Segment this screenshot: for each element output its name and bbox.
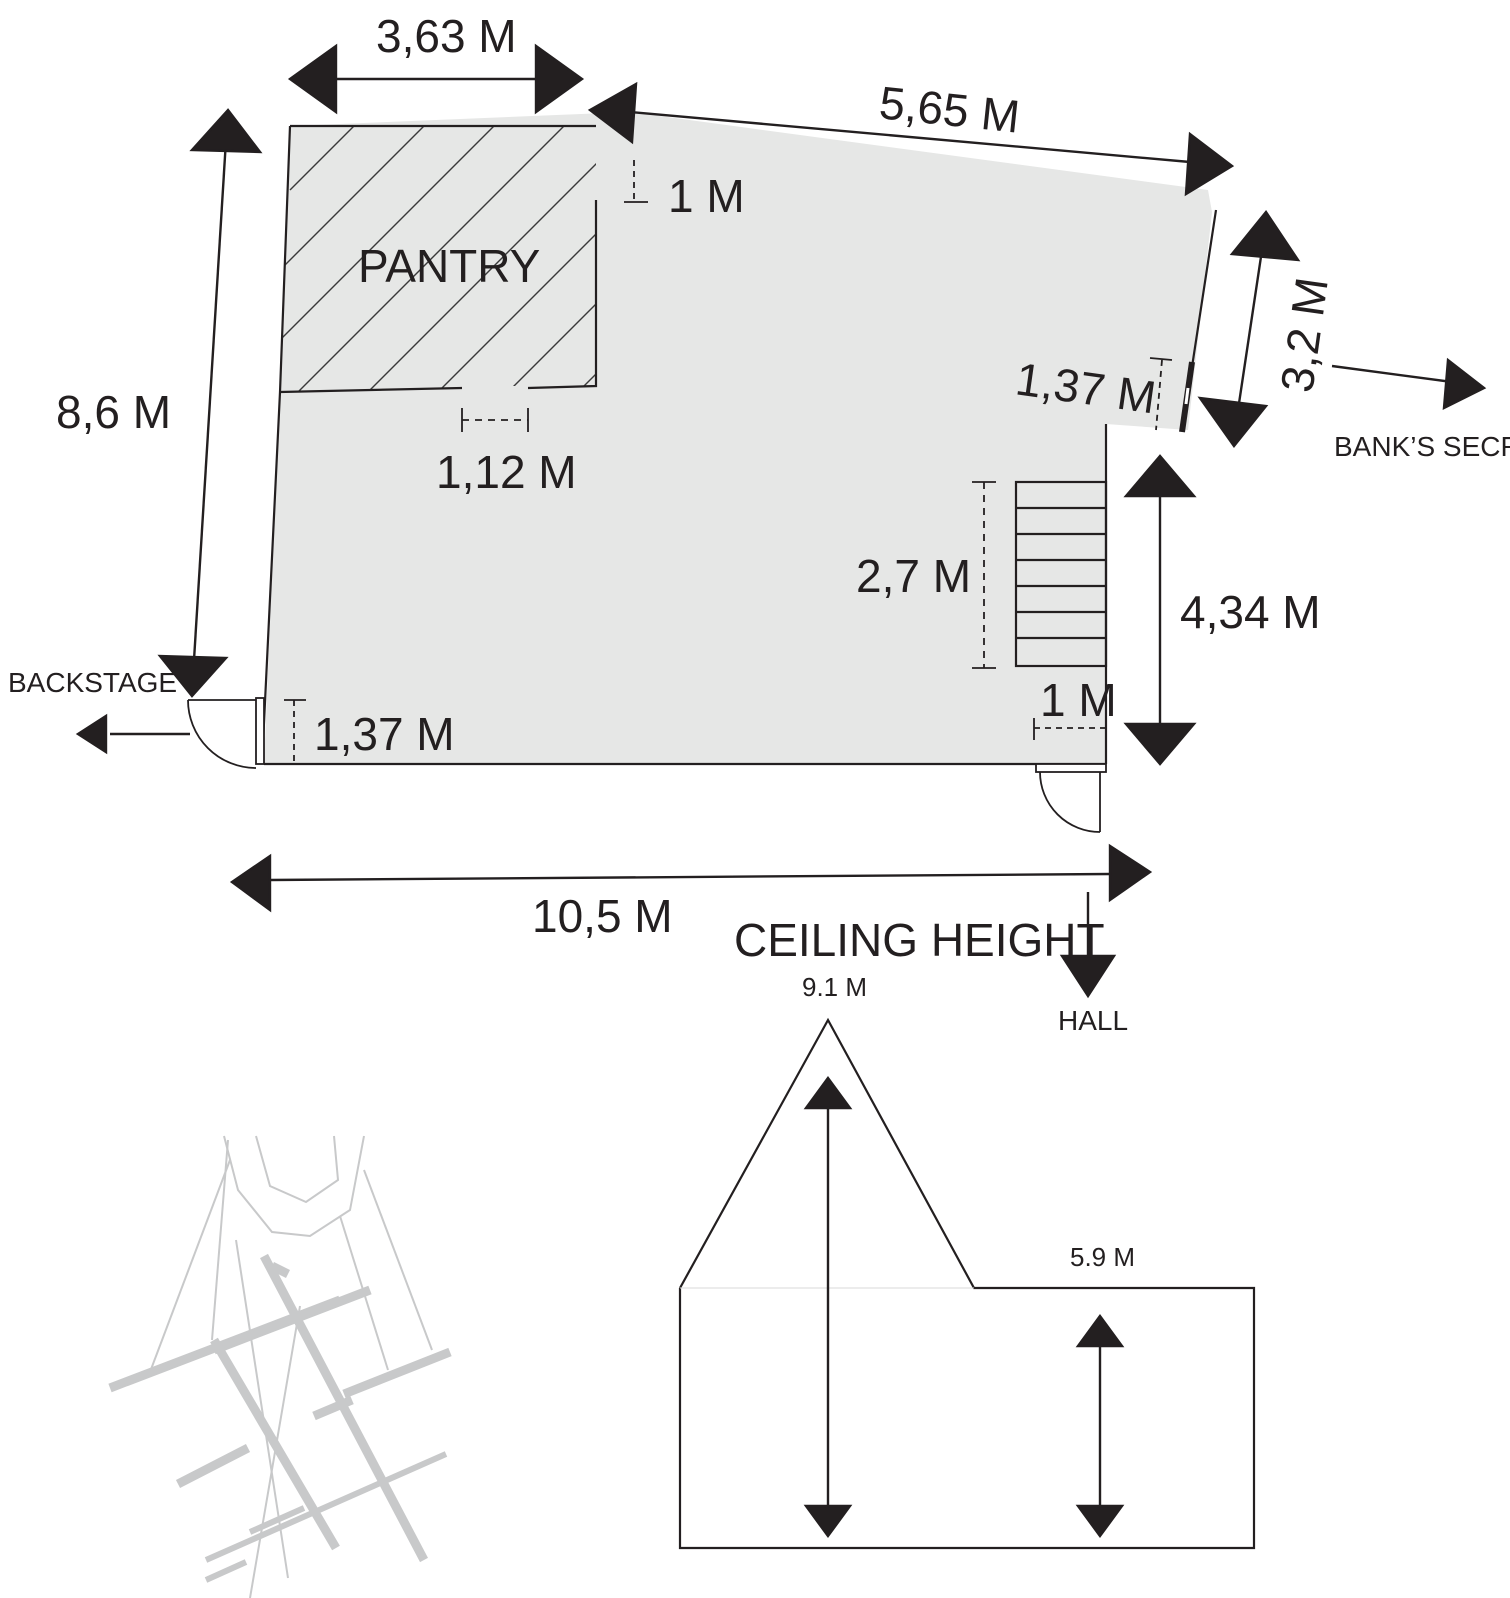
dim-top-wall: 5,65 M xyxy=(877,76,1022,142)
pantry-area xyxy=(280,126,596,392)
pantry-label: PANTRY xyxy=(358,240,540,292)
exit-hall-label: HALL xyxy=(1058,1005,1128,1036)
exit-banks-secret-label: BANK’S SECRET xyxy=(1334,431,1510,462)
dim-bottom-wall: 10,5 M xyxy=(532,890,673,942)
stairs xyxy=(1014,480,1108,668)
dim-hall-door: 1 M xyxy=(1040,674,1117,726)
ceiling-low-height: 5.9 M xyxy=(1070,1242,1135,1272)
dim-right-wall-lower: 4,34 M xyxy=(1180,586,1321,638)
dim-pantry-width: 3,63 M xyxy=(376,10,517,62)
dimension-arrows xyxy=(75,43,1487,999)
dim-pantry-opening: 1,12 M xyxy=(436,446,577,498)
dim-left-wall: 8,6 M xyxy=(56,386,171,438)
dim-stairs: 2,7 M xyxy=(856,550,971,602)
dashed-dimensions xyxy=(284,160,1173,766)
dim-backstage-door: 1,37 M xyxy=(314,708,455,760)
ceiling-peak-height: 9.1 M xyxy=(802,972,867,1002)
dim-right-angled-wall: 3,2 M xyxy=(1270,274,1338,395)
walls xyxy=(260,124,1218,766)
dim-pantry-door-gap: 1 M xyxy=(668,170,745,222)
ceiling-arrows xyxy=(803,1075,1125,1539)
exit-backstage-label: BACKSTAGE xyxy=(8,667,177,698)
location-map xyxy=(108,1135,452,1598)
ceiling-profile xyxy=(678,1017,1256,1550)
hall-door xyxy=(1035,763,1107,833)
backstage-door xyxy=(187,697,265,769)
ceiling-title: CEILING HEIGHT xyxy=(734,914,1105,966)
